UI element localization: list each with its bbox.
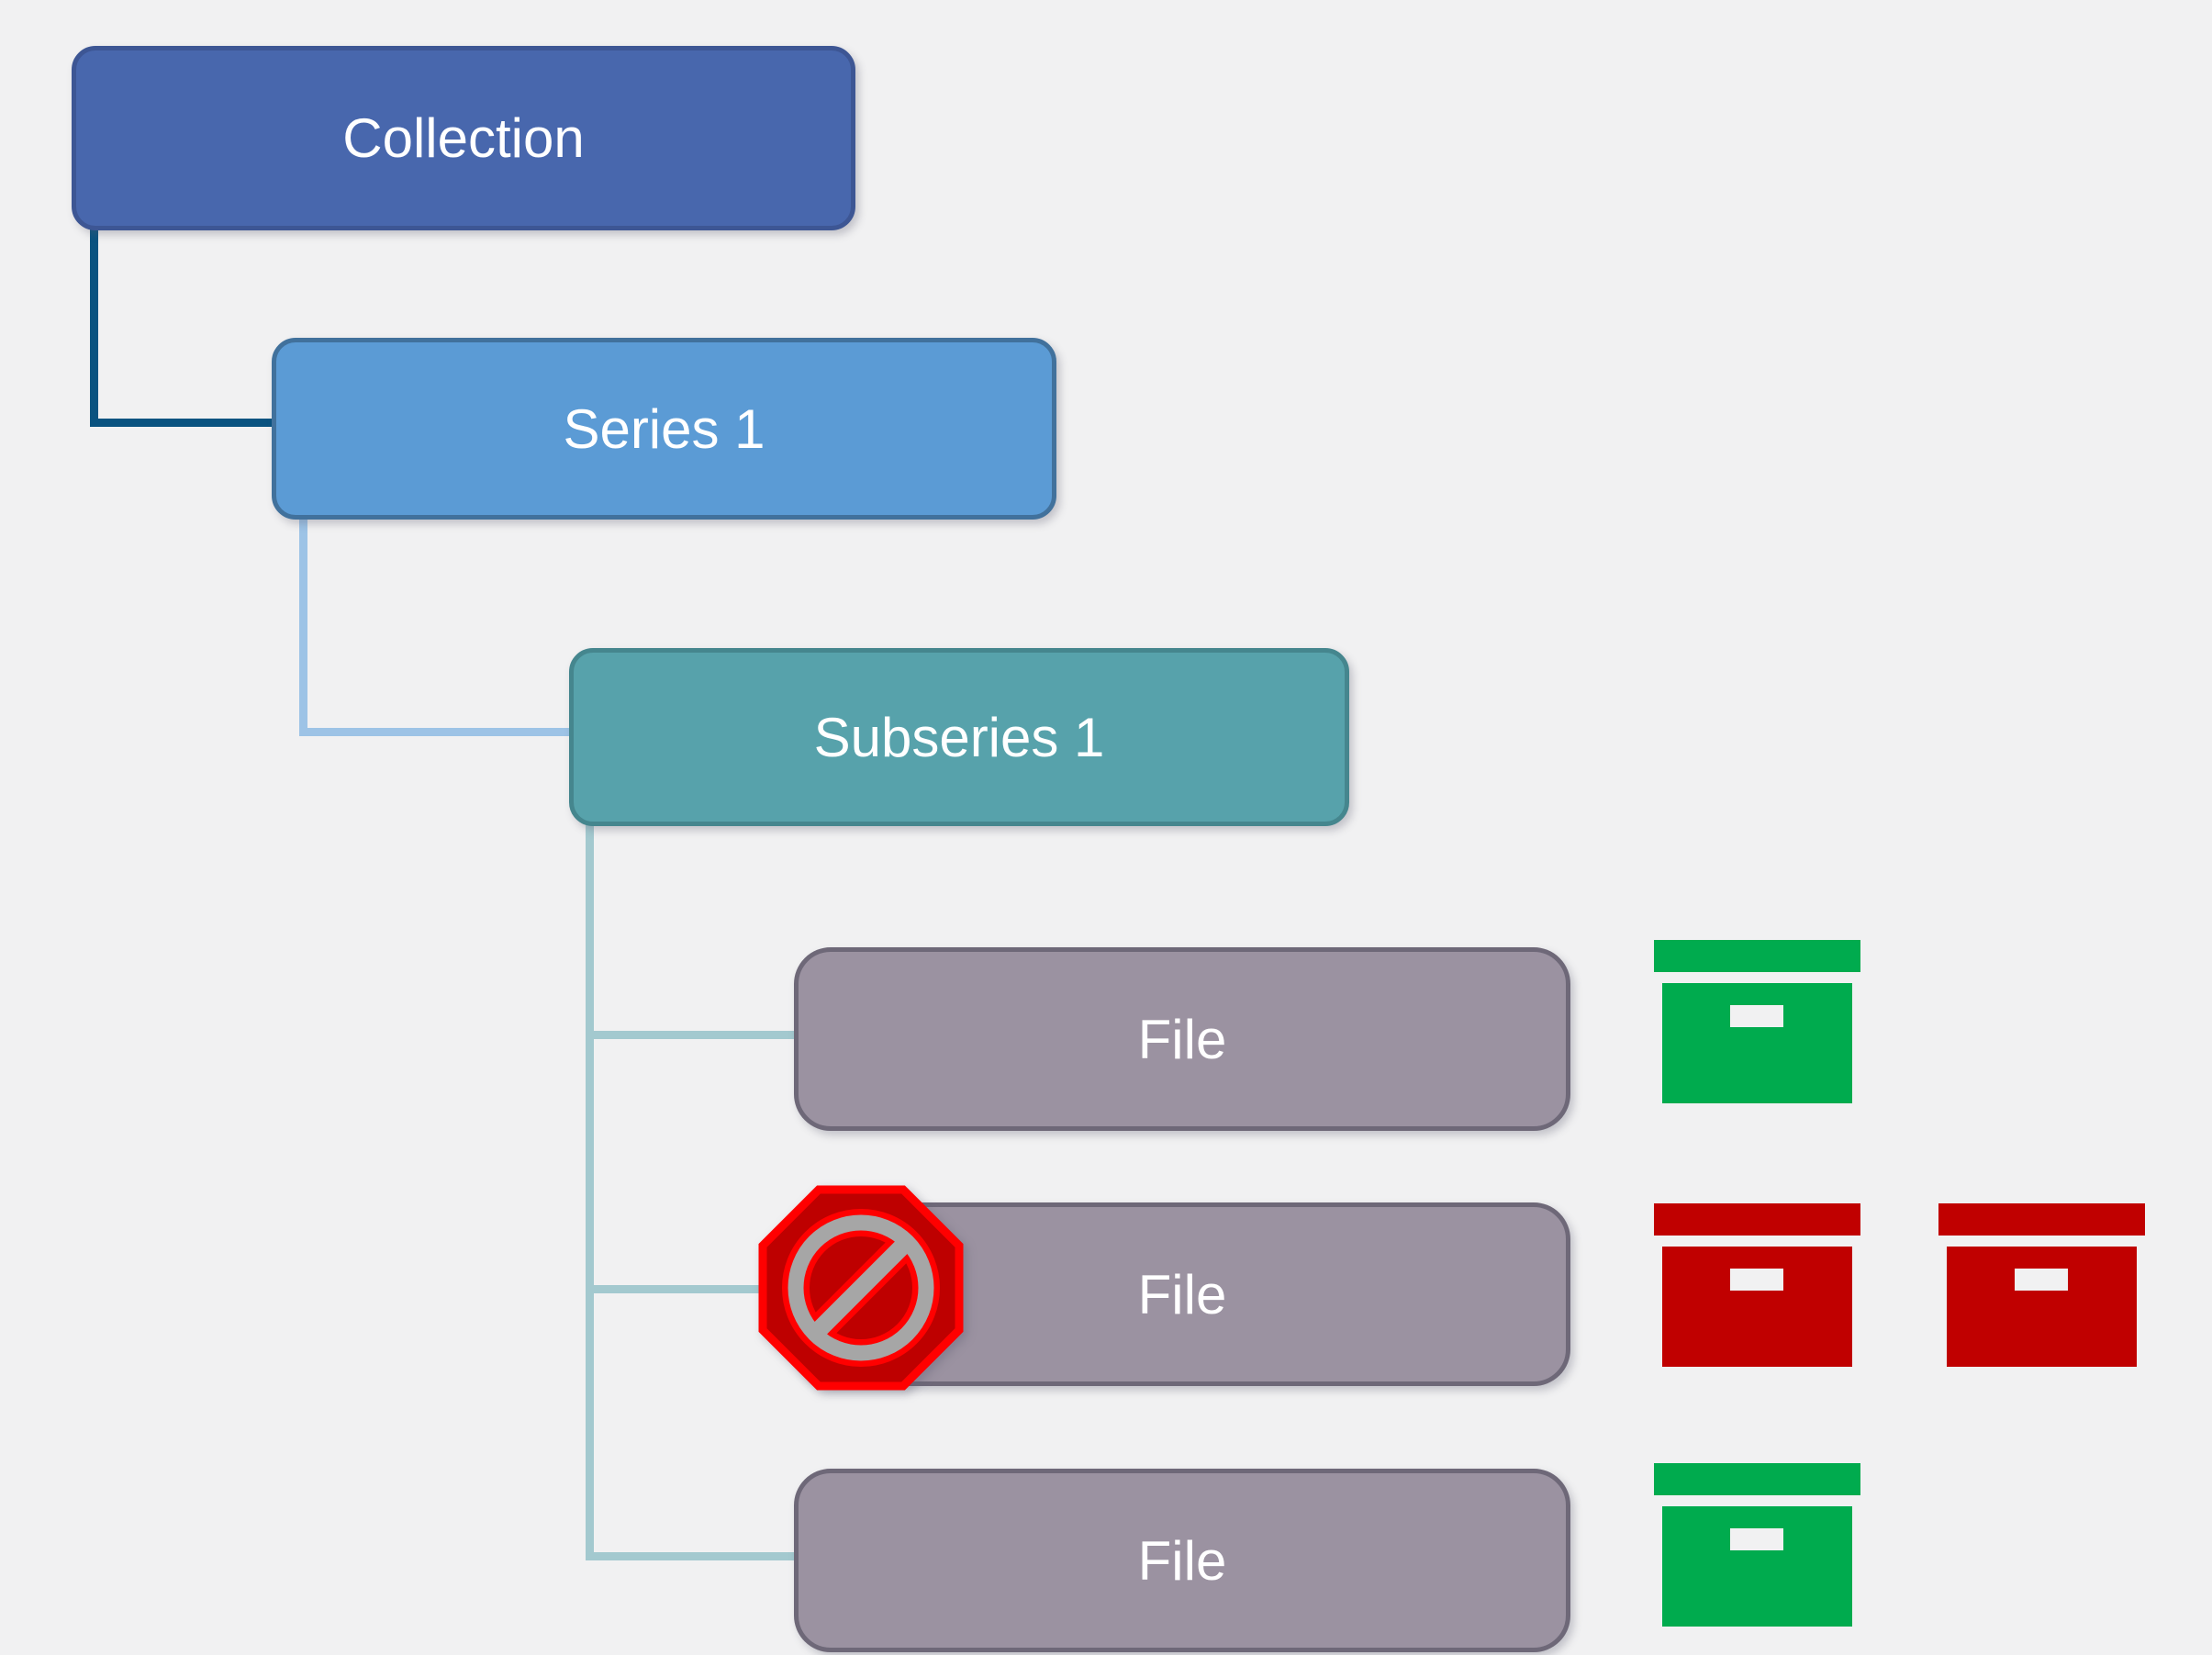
archive-box-lid [1654, 1463, 1860, 1495]
series-node: Series 1 [272, 338, 1056, 520]
red-archive-box-icon [1938, 1203, 2145, 1367]
connector-collection-series-vertical [90, 218, 98, 427]
archive-box-body [1947, 1247, 2137, 1367]
file-node-1: File [794, 947, 1570, 1131]
connector-collection-series-horizontal [90, 419, 272, 427]
green-archive-box-icon [1654, 940, 1860, 1103]
connector-subseries-files-trunk [586, 817, 594, 1560]
archive-box-body [1662, 1506, 1852, 1627]
connector-branch-file-2 [586, 1285, 794, 1293]
file-node-3: File [794, 1469, 1570, 1652]
subseries-node: Subseries 1 [569, 648, 1349, 826]
collection-label: Collection [342, 107, 585, 169]
archive-box-handle [1730, 1269, 1783, 1291]
series-label: Series 1 [563, 397, 765, 460]
connector-series-subseries-horizontal [299, 728, 569, 736]
archive-box-lid [1654, 940, 1860, 972]
file-2-label: File [1137, 1263, 1227, 1325]
connector-branch-file-1 [586, 1031, 794, 1039]
archive-box-body [1662, 983, 1852, 1103]
archive-box-handle [2015, 1269, 2068, 1291]
file-3-label: File [1137, 1529, 1227, 1592]
file-1-label: File [1137, 1008, 1227, 1070]
red-archive-box-icon [1654, 1203, 1860, 1367]
green-archive-box-icon [1654, 1463, 1860, 1627]
archive-box-handle [1730, 1528, 1783, 1550]
collection-node: Collection [72, 46, 855, 230]
connector-series-subseries-vertical [299, 510, 307, 736]
archive-box-handle [1730, 1005, 1783, 1027]
subseries-label: Subseries 1 [813, 706, 1105, 768]
connector-branch-file-3 [586, 1552, 794, 1560]
no-entry-icon [758, 1185, 964, 1391]
no-entry-octagon [758, 1185, 964, 1391]
archive-box-lid [1938, 1203, 2145, 1236]
archive-box-body [1662, 1247, 1852, 1367]
archive-box-lid [1654, 1203, 1860, 1236]
